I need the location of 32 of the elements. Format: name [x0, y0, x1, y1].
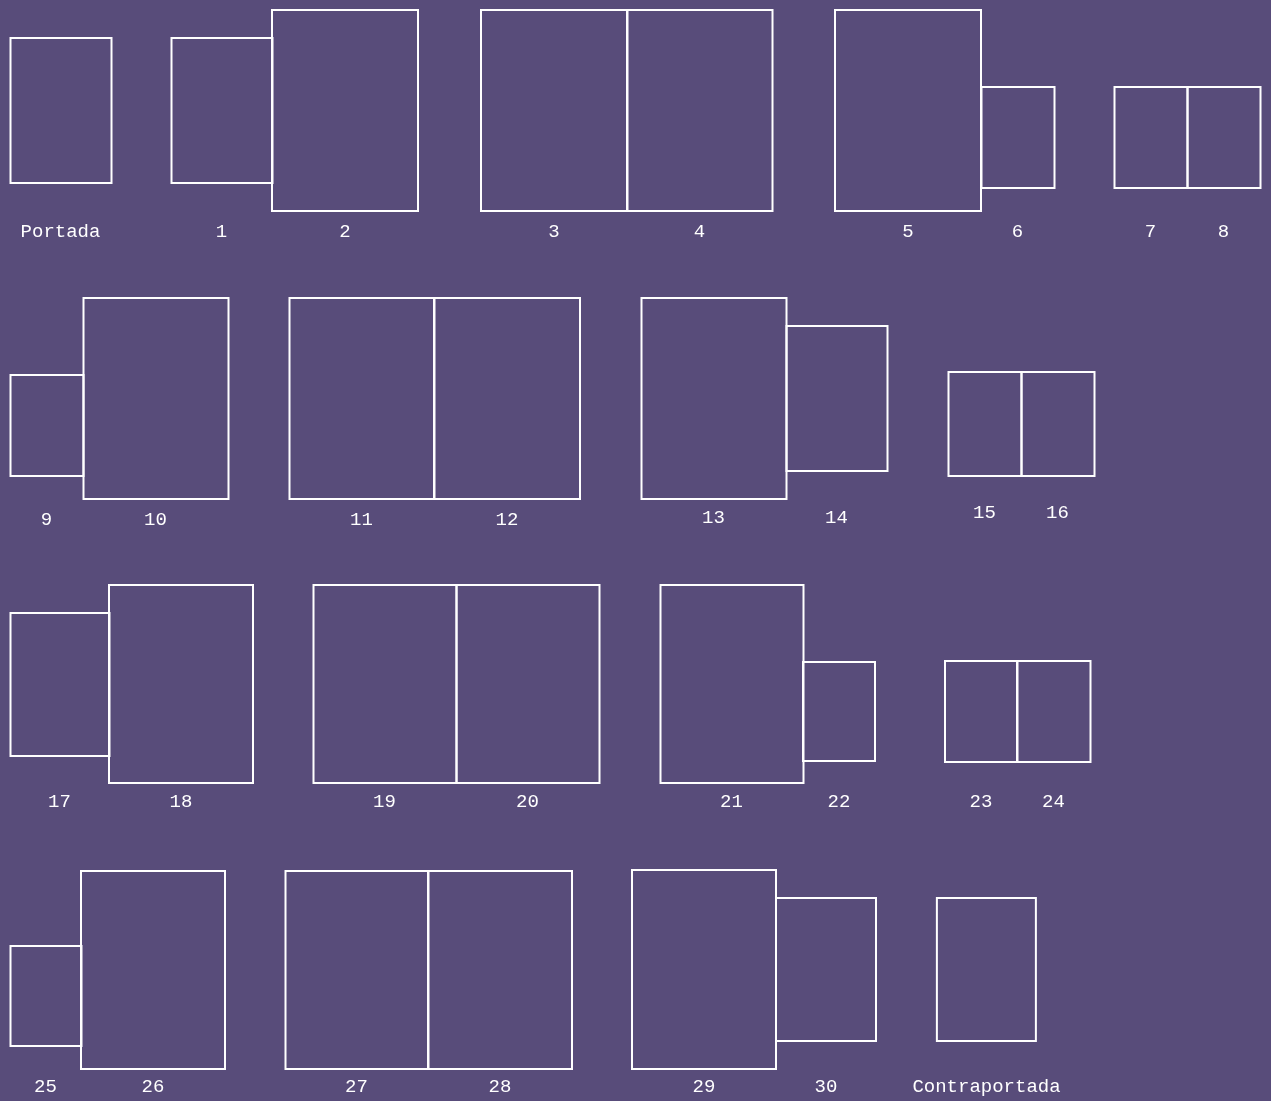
- page-label: 14: [825, 507, 848, 529]
- page-label: 15: [973, 502, 996, 524]
- page-label: 1: [215, 221, 228, 243]
- page-label: 18: [169, 791, 193, 813]
- page-label: 30: [814, 1076, 838, 1098]
- page-label: 23: [969, 791, 993, 813]
- page-label: 5: [902, 221, 914, 243]
- page-label: 3: [548, 221, 560, 243]
- page-label: 27: [345, 1076, 368, 1098]
- page-label: 16: [1046, 502, 1069, 524]
- page-label: Portada: [20, 221, 101, 243]
- page-label: 2: [339, 221, 351, 243]
- page-label: 22: [827, 791, 851, 813]
- page-label: 24: [1042, 791, 1065, 813]
- page-label: 20: [516, 791, 539, 813]
- page-label: 9: [40, 509, 53, 531]
- page-label: 19: [373, 791, 396, 813]
- page-label: 4: [693, 221, 706, 243]
- page-label: 13: [702, 507, 725, 529]
- page-label: 11: [350, 509, 373, 531]
- page-label: 28: [488, 1076, 512, 1098]
- page-label: 17: [48, 791, 71, 813]
- page-label: 7: [1144, 221, 1157, 243]
- page-label: Contraportada: [912, 1076, 1061, 1098]
- page-label: 8: [1217, 221, 1230, 243]
- page-label: 26: [141, 1076, 165, 1098]
- page-label: 21: [720, 791, 743, 813]
- page-label: 6: [1011, 221, 1024, 243]
- page-label: 29: [692, 1076, 716, 1098]
- page-label: 25: [34, 1076, 57, 1098]
- page-label: 10: [144, 509, 167, 531]
- page-label: 12: [495, 509, 519, 531]
